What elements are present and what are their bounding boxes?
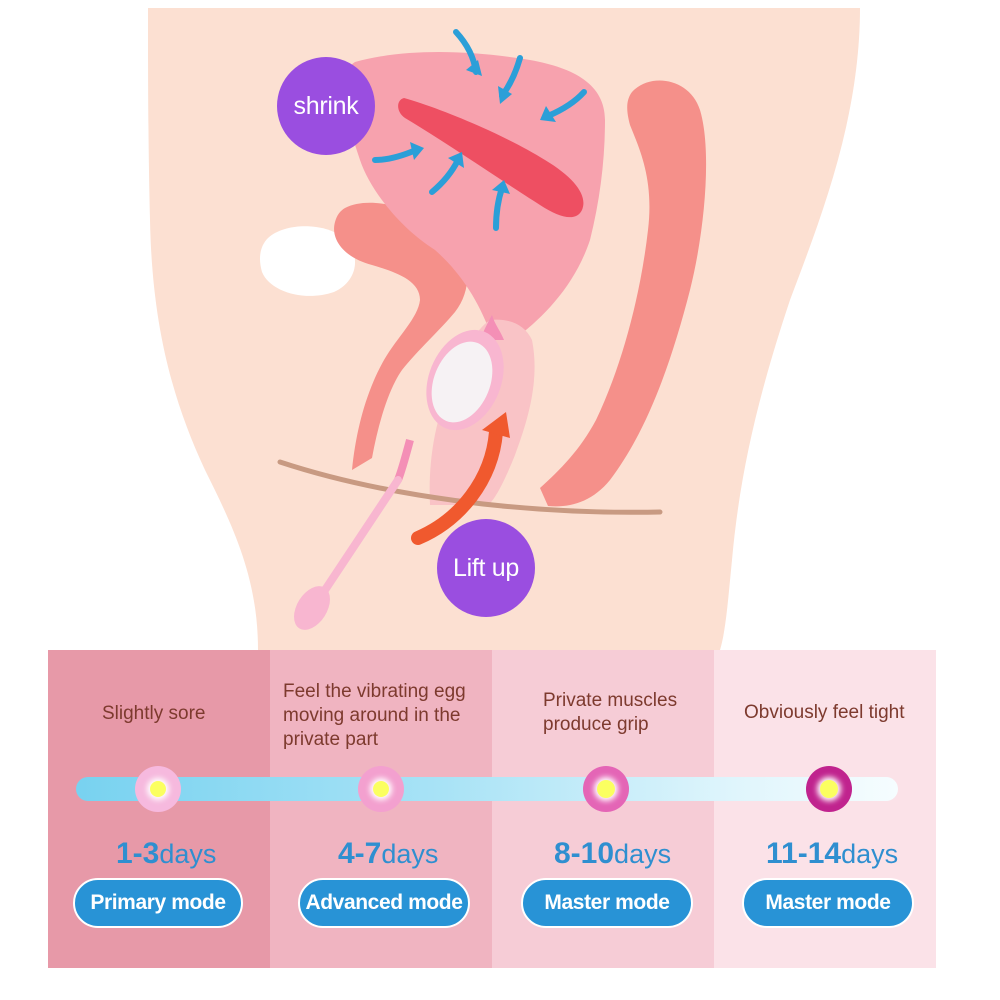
days-unit: days <box>381 839 439 869</box>
bladder <box>334 202 468 471</box>
days-number: 1-3 <box>116 837 160 870</box>
uterus <box>343 52 605 335</box>
mode-badge: Advanced mode <box>298 878 470 928</box>
curved-arrow-icon <box>411 412 510 545</box>
stage-description: Feel the vibrating egg moving around in … <box>283 681 466 750</box>
stage-marker-icon <box>806 766 852 812</box>
down-arrow-icon <box>372 29 587 231</box>
days-unit: days <box>159 839 217 869</box>
shrink-bubble: shrink <box>277 57 375 155</box>
vibrating-egg-icon <box>294 315 504 630</box>
days-number: 11-14 <box>766 837 842 870</box>
stage-days: 4-7days <box>338 837 438 871</box>
marker-core <box>820 780 838 798</box>
lift-up-bubble: Lift up <box>437 519 535 617</box>
days-number: 8-10 <box>554 837 615 870</box>
mode-badge: Master mode <box>742 878 914 928</box>
stage-marker-icon <box>583 766 629 812</box>
stage-days: 1-3days <box>116 837 216 871</box>
anatomy-illustration <box>148 8 860 650</box>
marker-core <box>150 781 166 797</box>
days-unit: days <box>614 839 672 869</box>
training-timeline: Slightly sore Feel the vibrating egg mov… <box>48 650 936 968</box>
days-number: 4-7 <box>338 837 382 870</box>
stage-description: Private muscles produce grip <box>543 690 678 735</box>
progress-track <box>76 777 898 801</box>
rectum <box>540 80 707 507</box>
stage-description: Obviously feel tight <box>744 702 905 723</box>
mode-badge: Primary mode <box>73 878 243 928</box>
pelvic-floor-line <box>277 459 663 515</box>
stage-marker-icon <box>358 766 404 812</box>
stage-days: 8-10days <box>554 837 671 871</box>
stage-days: 11-14days <box>766 837 898 871</box>
uterine-lining <box>398 98 584 218</box>
stage-marker-icon <box>135 766 181 812</box>
days-unit: days <box>841 839 899 869</box>
pubic-bone <box>260 226 356 296</box>
marker-core <box>373 781 389 797</box>
mode-badge: Master mode <box>521 878 693 928</box>
stage-description: Slightly sore <box>102 703 206 724</box>
marker-core <box>597 780 615 798</box>
